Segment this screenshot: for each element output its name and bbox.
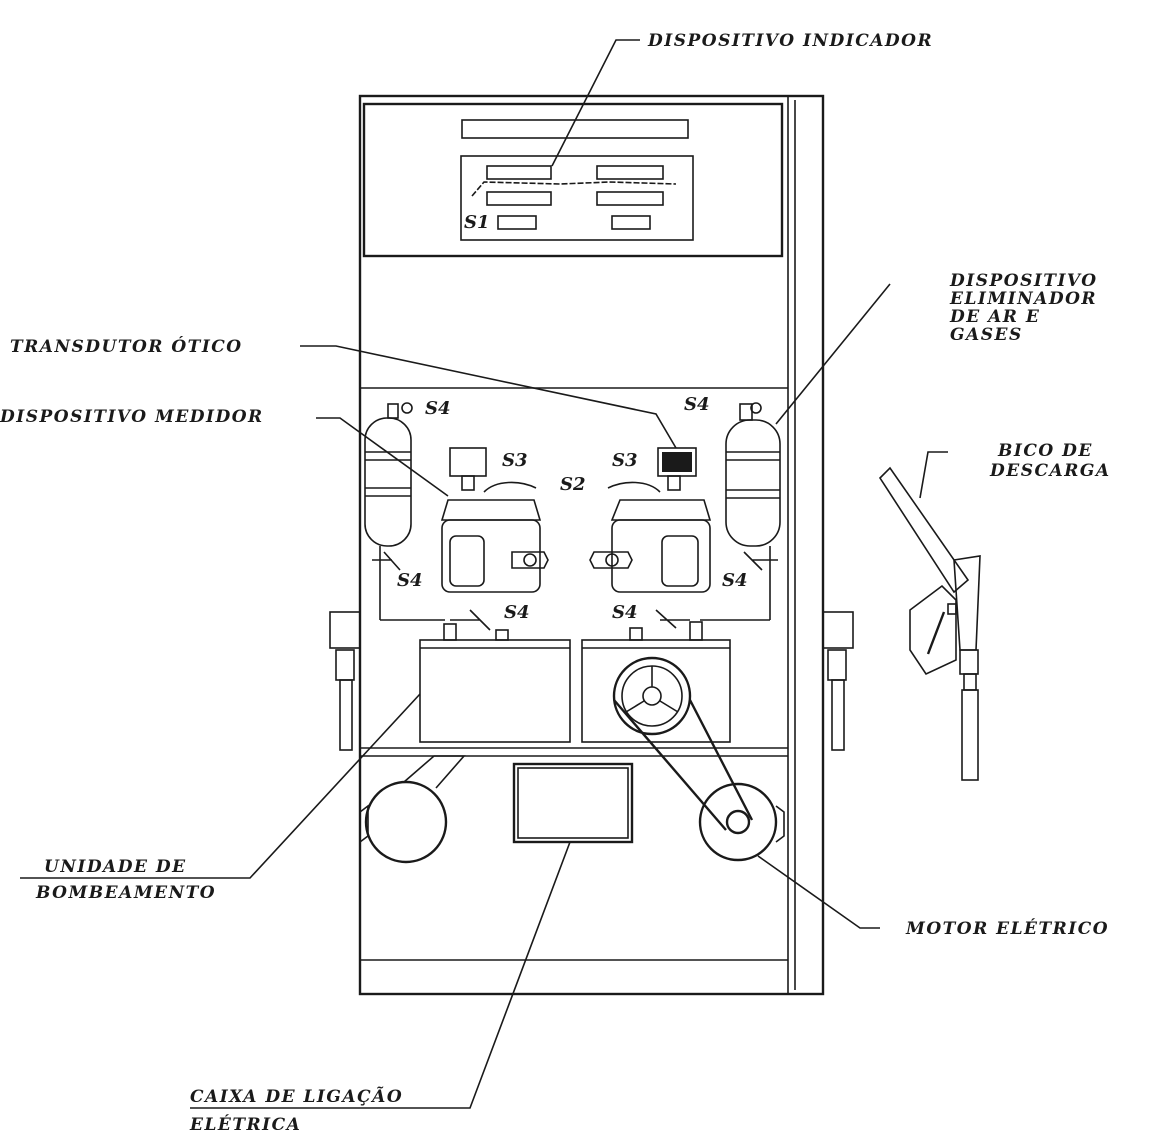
lower-section (359, 755, 785, 864)
seal-s4-label-b: S4 (397, 570, 423, 591)
label-eliminador-line-3: DE AR E (949, 307, 1040, 327)
label-bico-line-1: BICO DE (997, 441, 1093, 461)
label-bico-line-2: DESCARGA (989, 461, 1111, 481)
label-dispositivo-eliminador: DISPOSITIVO ELIMINADOR DE AR E GASES (949, 271, 1098, 345)
dispenser-housing (358, 94, 825, 996)
seal-s2-label: S2 (560, 474, 586, 495)
label-unidade-line-1: UNIDADE DE (44, 857, 187, 877)
label-bico-de-descarga: BICO DE DESCARGA (989, 441, 1111, 481)
label-eliminador-line-1: DISPOSITIVO (949, 271, 1098, 291)
label-caixa-de-ligacao: CAIXA DE LIGAÇÃO ELÉTRICA (189, 1085, 403, 1135)
seal-s3-label-b: S3 (612, 450, 638, 471)
label-transdutor-otico: TRANSDUTOR ÓTICO (10, 336, 243, 357)
label-caixa-line-1: CAIXA DE LIGAÇÃO (190, 1085, 403, 1107)
seal-s3-label-a: S3 (502, 450, 528, 471)
discharge-nozzle (878, 466, 981, 781)
label-motor-eletrico: MOTOR ELÉTRICO (905, 918, 1109, 939)
display-head (362, 102, 784, 258)
right-meter (589, 447, 712, 593)
seal-s4-label-c: S4 (684, 394, 710, 415)
seal-s4-label-d: S4 (722, 570, 748, 591)
seal-s4-label-a: S4 (425, 398, 451, 419)
left-degasser-tank (364, 402, 445, 621)
left-meter (440, 447, 549, 593)
pumping-unit-tanks (419, 609, 731, 743)
seal-s4-label-e: S4 (504, 602, 530, 623)
label-eliminador-line-2: ELIMINADOR (949, 289, 1097, 309)
seal-s4-label-f: S4 (612, 602, 638, 623)
label-eliminador-line-4: GASES (950, 325, 1023, 345)
right-degasser-tank (700, 402, 781, 621)
leader-lines (20, 39, 948, 1109)
label-unidade-de-bombeamento: UNIDADE DE BOMBEAMENTO (35, 857, 216, 903)
label-unidade-line-2: BOMBEAMENTO (35, 883, 216, 903)
seal-s1-label: S1 (464, 212, 490, 233)
label-dispositivo-medidor: DISPOSITIVO MEDIDOR (0, 407, 264, 427)
label-dispositivo-indicador: DISPOSITIVO INDICADOR (647, 31, 933, 51)
side-hose-ports (329, 611, 854, 751)
pulley-belt (612, 656, 754, 831)
label-caixa-line-2: ELÉTRICA (189, 1114, 301, 1135)
